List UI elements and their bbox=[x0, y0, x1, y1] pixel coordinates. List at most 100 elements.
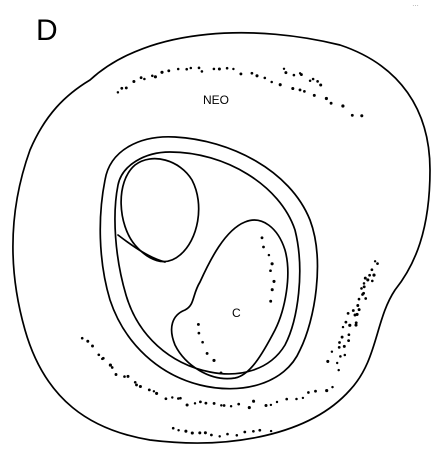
stipple-dot bbox=[283, 68, 285, 70]
stipple-dot bbox=[276, 401, 278, 403]
stipple-dot bbox=[348, 324, 351, 327]
stipple-dot bbox=[194, 402, 196, 404]
stipple-dot bbox=[331, 386, 333, 388]
stipple-dot bbox=[326, 360, 329, 363]
stipple-dot bbox=[153, 390, 155, 392]
stipple-dot bbox=[226, 67, 229, 70]
stipple-dot bbox=[262, 246, 265, 249]
stipple-dot bbox=[360, 287, 363, 290]
stipple-dot bbox=[366, 278, 369, 281]
stipple-dot bbox=[316, 80, 319, 83]
stipple-dot bbox=[342, 326, 344, 328]
stipple-dot bbox=[251, 72, 254, 75]
stipple-dot bbox=[270, 430, 272, 432]
stipple-dot bbox=[364, 277, 367, 280]
stipple-dot bbox=[270, 81, 273, 84]
stipple-dot bbox=[115, 373, 118, 376]
stipple-dot bbox=[279, 83, 282, 86]
stipple-dot bbox=[268, 254, 270, 256]
stipple-dot bbox=[243, 431, 246, 434]
stipple-dot bbox=[120, 87, 123, 90]
stipple-dot bbox=[351, 114, 354, 117]
stipple-dot bbox=[363, 282, 366, 285]
stipple-dot bbox=[363, 285, 366, 288]
stipple-dot bbox=[295, 398, 298, 401]
stipple-dot bbox=[364, 297, 367, 300]
stipple-dot bbox=[339, 355, 342, 358]
stipple-dot bbox=[135, 383, 138, 386]
stipple-dot bbox=[354, 324, 357, 327]
stipple-dot bbox=[368, 274, 371, 277]
stipple-dot bbox=[371, 280, 374, 283]
stipple-dot bbox=[186, 403, 189, 406]
stipple-dot bbox=[347, 339, 350, 342]
stipple-dot bbox=[117, 91, 119, 93]
stipple-dot bbox=[258, 429, 261, 432]
stipple-dot bbox=[132, 80, 135, 83]
stipple-dot bbox=[360, 114, 363, 117]
stipple-dot bbox=[374, 260, 376, 262]
panel-letter: D bbox=[36, 14, 58, 47]
stipple-dot bbox=[97, 353, 100, 356]
stipple-dot bbox=[198, 332, 201, 335]
stipple-dot bbox=[299, 88, 302, 91]
stipple-dot bbox=[271, 288, 274, 291]
stipple-dot bbox=[344, 321, 347, 324]
stipple-dot bbox=[337, 369, 339, 371]
stipple-dot bbox=[285, 398, 288, 401]
stipple-dot bbox=[319, 83, 322, 86]
stipple-dot bbox=[312, 78, 315, 81]
stipple-dot bbox=[198, 431, 201, 434]
stipple-dot bbox=[372, 274, 375, 277]
stipple-dot bbox=[248, 406, 251, 409]
stipple-dot bbox=[167, 69, 170, 72]
stipple-dot bbox=[284, 71, 287, 74]
stipple-dot bbox=[302, 397, 304, 399]
stipple-dot bbox=[263, 77, 266, 80]
stipple-dot bbox=[197, 323, 200, 326]
stipple-dot bbox=[151, 75, 154, 78]
stipple-dot bbox=[269, 269, 272, 272]
stipple-dot bbox=[314, 390, 317, 393]
stipple-dot bbox=[123, 375, 126, 378]
stipple-dot bbox=[191, 431, 194, 434]
stipple-dot bbox=[172, 427, 175, 430]
stipple-dot bbox=[338, 346, 341, 349]
stipple-dot bbox=[125, 86, 128, 89]
stipple-dot bbox=[309, 80, 312, 83]
stipple-dot bbox=[236, 434, 239, 437]
stipple-dot bbox=[239, 72, 242, 75]
stipple-dot bbox=[331, 350, 333, 352]
stipple-dot bbox=[270, 404, 272, 406]
corner-mark: … bbox=[412, 1, 419, 8]
stipple-dot bbox=[341, 104, 344, 107]
stipple-dot bbox=[179, 397, 182, 400]
stipple-dot bbox=[252, 430, 255, 433]
stipple-dot bbox=[352, 309, 355, 312]
stipple-dot bbox=[206, 352, 209, 355]
stipple-dot bbox=[338, 341, 341, 344]
stipple-dot bbox=[218, 435, 220, 437]
stipple-dot bbox=[204, 431, 207, 434]
stipple-dot bbox=[343, 345, 346, 348]
stipple-dot bbox=[272, 280, 275, 283]
stipple-dot bbox=[371, 268, 374, 271]
stipple-dot bbox=[293, 74, 296, 77]
stipple-dot bbox=[237, 403, 240, 406]
stipple-dot bbox=[210, 434, 213, 437]
label-neo: NEO bbox=[203, 93, 229, 107]
stipple-dot bbox=[139, 385, 142, 388]
stipple-dot bbox=[232, 68, 234, 70]
stipple-dot bbox=[213, 402, 216, 405]
stipple-dot bbox=[218, 67, 221, 70]
stipple-dot bbox=[184, 430, 187, 433]
stipple-dot bbox=[230, 405, 232, 407]
stipple-dot bbox=[291, 87, 294, 90]
stipple-dot bbox=[354, 314, 357, 317]
stipple-dot bbox=[148, 388, 151, 391]
stipple-dot bbox=[303, 90, 306, 93]
stipple-dot bbox=[155, 392, 158, 395]
stipple-dot bbox=[91, 345, 94, 348]
stipple-dot bbox=[358, 308, 361, 311]
stipple-dot bbox=[81, 337, 84, 340]
